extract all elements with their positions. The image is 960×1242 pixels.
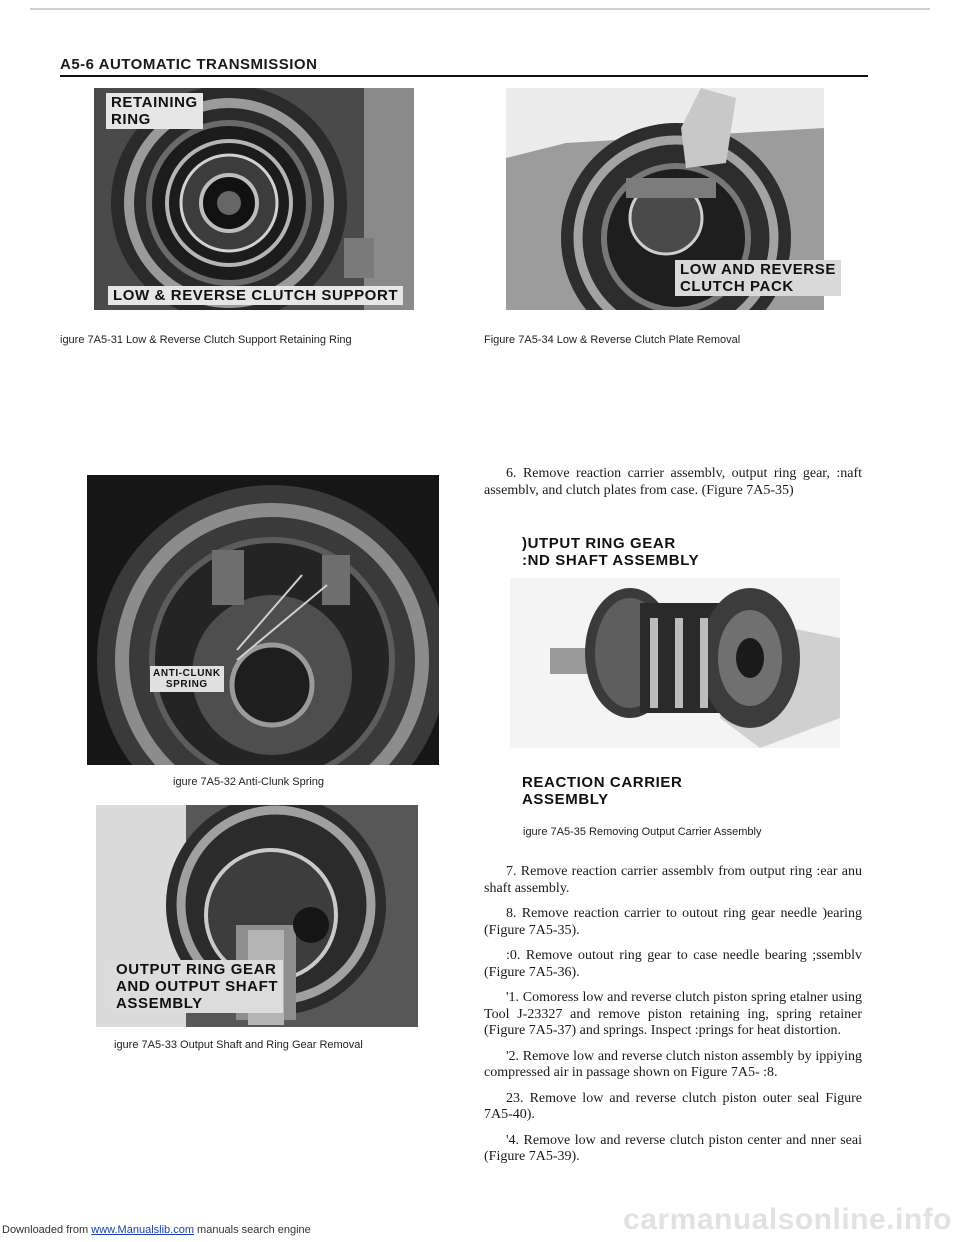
callout-anti-clunk: ANTI-CLUNK bbox=[153, 668, 221, 679]
callout-retaining: RETAINING bbox=[111, 94, 198, 111]
callout-and-output-shaft: AND OUTPUT SHAFT bbox=[116, 978, 279, 995]
photo-fig-31 bbox=[94, 88, 414, 310]
step-11: '1. Comoress low and reverse clutch pist… bbox=[484, 990, 862, 1038]
callout-output-ring-gear-shaft-assembly: )UTPUT RING GEAR :ND SHAFT ASSEMBLY bbox=[522, 535, 699, 569]
footer-prefix: Downloaded from bbox=[2, 1224, 92, 1236]
caption-fig-33: igure 7A5-33 Output Shaft and Ring Gear … bbox=[114, 1039, 363, 1051]
callout-output-ring-gear-shaft: OUTPUT RING GEAR AND OUTPUT SHAFT ASSEMB… bbox=[111, 960, 284, 1013]
photo-fig-34 bbox=[506, 88, 824, 310]
step-12: '2. Remove low and reverse clutch niston… bbox=[484, 1048, 862, 1081]
callout-output-ring-gear: OUTPUT RING GEAR bbox=[116, 961, 277, 978]
callout-retaining-ring: RETAINING RING bbox=[106, 93, 203, 129]
step-10: :0. Remove outout ring gear to case need… bbox=[484, 948, 862, 980]
callout-low-reverse-clutch-pack: LOW AND REVERSE CLUTCH PACK bbox=[675, 260, 841, 296]
caption-fig-35: igure 7A5-35 Removing Output Carrier Ass… bbox=[523, 826, 762, 838]
callout-clutch-support: LOW & REVERSE CLUTCH SUPPORT bbox=[108, 286, 404, 305]
callout-low-and-reverse: LOW AND REVERSE bbox=[680, 261, 836, 278]
step-13: 23. Remove low and reverse clutch piston… bbox=[484, 1090, 862, 1123]
callout-assembly: ASSEMBLY bbox=[116, 995, 203, 1012]
top-rule bbox=[30, 8, 930, 10]
callout-reaction-carrier-assembly: REACTION CARRIER ASSEMBLY bbox=[522, 774, 682, 808]
callout-clutch-pack: CLUTCH PACK bbox=[680, 278, 794, 295]
callout-ring: RING bbox=[111, 111, 151, 128]
photo-fig-32 bbox=[87, 475, 439, 765]
callout-reaction-carrier: REACTION CARRIER bbox=[522, 774, 683, 791]
header-rule bbox=[60, 75, 868, 77]
caption-fig-31: igure 7A5-31 Low & Reverse Clutch Suppor… bbox=[60, 334, 352, 346]
callout-anti-clunk-spring: ANTI-CLUNK SPRING bbox=[150, 666, 224, 692]
photo-fig-35 bbox=[510, 578, 840, 748]
callout-spring: SPRING bbox=[165, 679, 208, 690]
step-6: 6. Remove reaction carrier assemblv, out… bbox=[484, 466, 862, 498]
step-14: '4. Remove low and reverse clutch piston… bbox=[484, 1132, 862, 1165]
caption-fig-34: Figure 7A5-34 Low & Reverse Clutch Plate… bbox=[484, 334, 741, 346]
callout-and-shaft-assembly: :ND SHAFT ASSEMBLY bbox=[522, 552, 700, 569]
step-7: 7. Remove reaction carrier assemblv from… bbox=[484, 864, 862, 896]
callout-assembly-35: ASSEMBLY bbox=[522, 791, 609, 808]
body-text-steps: 7. Remove reaction carrier assemblv from… bbox=[484, 864, 862, 1166]
footer-link[interactable]: www.Manualslib.com bbox=[91, 1224, 194, 1236]
page-header-title: A5-6 AUTOMATIC TRANSMISSION bbox=[60, 56, 318, 73]
caption-fig-32: igure 7A5-32 Anti-Clunk Spring bbox=[173, 776, 325, 788]
footer-suffix: manuals search engine bbox=[193, 1224, 311, 1236]
watermark: carmanualsonline.info bbox=[623, 1203, 952, 1236]
body-text-top: 6. Remove reaction carrier assemblv, out… bbox=[484, 466, 862, 499]
step-8: 8. Remove reaction carrier to outout rin… bbox=[484, 906, 862, 938]
callout-output-ring-gear-35: )UTPUT RING GEAR bbox=[522, 535, 676, 552]
footer: Downloaded from www.Manualslib.com manua… bbox=[2, 1224, 311, 1236]
